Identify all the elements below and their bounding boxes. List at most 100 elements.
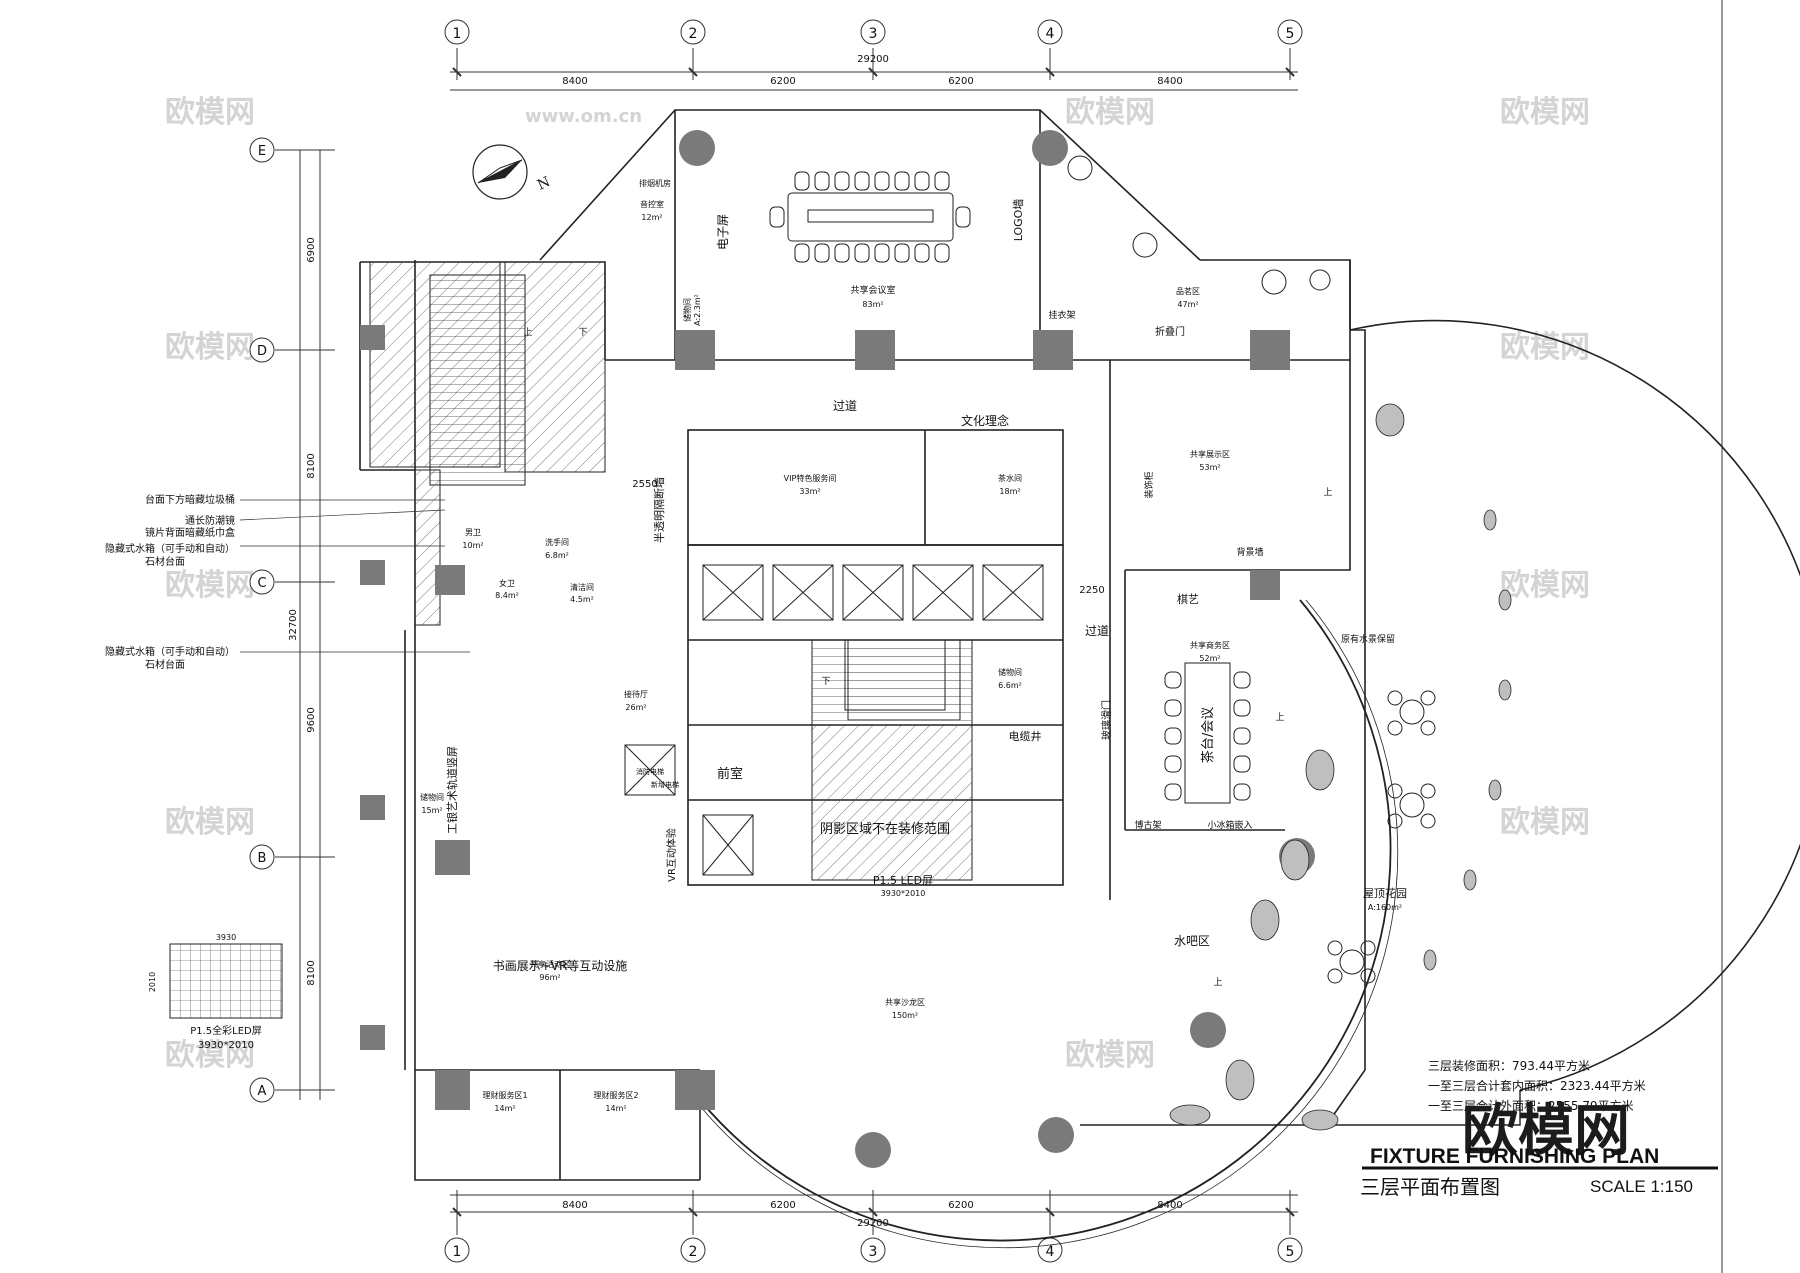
svg-text:52m²: 52m² <box>1199 654 1220 663</box>
dim-span: 8100 <box>306 453 317 478</box>
label: 半透明隔断墙 <box>652 477 666 543</box>
axis-bubble: 4 <box>1037 19 1063 45</box>
svg-text:5: 5 <box>1286 1244 1295 1260</box>
dim-total-left: 32700 <box>288 609 299 641</box>
room-label: 理财服务区2 14m² <box>593 1090 638 1113</box>
svg-text:5: 5 <box>1286 26 1295 42</box>
svg-text:3: 3 <box>869 1244 878 1260</box>
svg-text:12m²: 12m² <box>641 213 662 222</box>
svg-text:14m²: 14m² <box>605 1104 626 1113</box>
svg-text:B: B <box>258 851 267 866</box>
svg-text:储物间: 储物间 <box>420 792 444 802</box>
label: 水吧区 <box>1174 934 1210 948</box>
svg-text:E: E <box>258 144 266 159</box>
axis-bubbles-left: E D C B A <box>249 137 275 1103</box>
watermark-brand: 欧模网 <box>165 568 255 603</box>
watermark-brand: 欧模网 <box>165 330 255 365</box>
room-label: 茶水间 18m² <box>998 473 1022 496</box>
label: 3930*2010 <box>881 889 926 898</box>
legend-height: 2010 <box>148 972 157 992</box>
svg-text:15m²: 15m² <box>421 806 442 815</box>
axis-bubble: 2 <box>680 1237 706 1263</box>
svg-text:53m²: 53m² <box>1199 463 1220 472</box>
dim-inner: 2550 <box>632 479 657 490</box>
axis-bubble: D <box>249 337 275 363</box>
misc-labels: 电子屏 LOGO墙 过道 过道 文化理念 前室 电缆井 阴影区域不在装修范围 P… <box>445 199 1395 988</box>
dim-span: 6200 <box>948 76 973 87</box>
title-block: 三层装修面积：793.44平方米 一至三层合计套内面积：2323.44平方米 一… <box>1360 1058 1718 1199</box>
svg-text:共享会议室: 共享会议室 <box>850 284 895 296</box>
dimension-texts: 29200 8400 6200 6200 8400 8400 6200 6200… <box>288 54 1183 1229</box>
svg-text:A:2.3m²: A:2.3m² <box>693 294 702 326</box>
svg-text:共享展示区: 共享展示区 <box>1190 449 1230 459</box>
legend-label: P1.5全彩LED屏 <box>190 1024 262 1037</box>
label: 折叠门 <box>1155 325 1185 338</box>
watermark-url: www.om.cn <box>525 106 642 127</box>
svg-text:接待厅: 接待厅 <box>624 689 648 699</box>
room-label: 理财服务区1 14m² <box>482 1090 527 1113</box>
label: 茶台/会议 <box>1200 707 1216 763</box>
label: 过道 <box>1085 624 1109 638</box>
svg-text:14m²: 14m² <box>494 1104 515 1113</box>
svg-text:4.5m²: 4.5m² <box>570 595 594 604</box>
led-legend: 3930 2010 P1.5全彩LED屏 3930*2010 <box>148 933 283 1051</box>
note-text: 镜片背面暗藏纸巾盒 <box>145 526 235 539</box>
dim-inner: 2250 <box>1079 585 1104 596</box>
svg-text:理财服务区1: 理财服务区1 <box>482 1090 527 1100</box>
svg-text:A:160m²: A:160m² <box>1368 903 1402 912</box>
svg-text:洗手间: 洗手间 <box>545 537 569 547</box>
garden-furniture <box>1067 155 1436 984</box>
dim-span: 9600 <box>306 707 317 732</box>
axis-bubble: 3 <box>860 19 886 45</box>
label: 上 <box>1323 487 1332 498</box>
room-label: 清洁间 4.5m² <box>570 582 594 604</box>
label: 小冰箱嵌入 <box>1207 819 1252 831</box>
svg-text:83m²: 83m² <box>862 300 883 309</box>
svg-text:共享活动区: 共享活动区 <box>530 959 570 969</box>
svg-text:1: 1 <box>453 1244 462 1260</box>
label: 上 <box>1275 712 1284 723</box>
label: LOGO墙 <box>1011 199 1025 242</box>
area-note: 一至三层合计套内面积：2323.44平方米 <box>1428 1078 1646 1093</box>
dim-total-bottom: 29200 <box>857 1218 889 1229</box>
curved-facade-inner <box>699 599 1399 1249</box>
label: 下 <box>578 328 587 338</box>
watermark-brand: 欧模网 <box>1065 1038 1155 1073</box>
svg-text:2: 2 <box>689 26 698 42</box>
watermark-brand: 欧模网 <box>165 95 255 130</box>
dim-span: 8100 <box>306 960 317 985</box>
left-notes <box>239 499 470 653</box>
label: 工银艺术轨道竖屏 <box>445 746 459 834</box>
watermark-big-logo: 欧模网 <box>1462 1099 1630 1164</box>
label: P1.5 LED屏 <box>873 874 933 887</box>
planting <box>1169 403 1512 1131</box>
watermark-brand: 欧模网 <box>1065 95 1155 130</box>
svg-text:屋顶花园: 屋顶花园 <box>1363 887 1407 900</box>
svg-text:储物间: 储物间 <box>998 667 1022 677</box>
svg-text:D: D <box>257 344 267 359</box>
svg-text:18m²: 18m² <box>999 487 1020 496</box>
svg-text:4: 4 <box>1046 26 1055 42</box>
elevator-bank <box>624 564 1044 876</box>
svg-text:6.8m²: 6.8m² <box>545 551 569 560</box>
legend-width: 3930 <box>216 933 236 942</box>
axis-bubble: B <box>249 844 275 870</box>
axis-bubble: 5 <box>1277 1237 1303 1263</box>
note-text: 石材台面 <box>145 658 185 671</box>
svg-text:10m²: 10m² <box>462 541 483 550</box>
svg-text:茶水间: 茶水间 <box>998 473 1022 483</box>
svg-text:N: N <box>535 174 553 194</box>
watermark-brand: 欧模网 <box>1500 568 1590 603</box>
svg-text:A: A <box>258 1084 267 1099</box>
svg-text:理财服务区2: 理财服务区2 <box>593 1090 638 1100</box>
axis-grid <box>275 48 1298 1235</box>
axis-bubble: A <box>249 1077 275 1103</box>
axis-bubbles-bottom: 1 2 3 4 5 <box>444 1237 1303 1263</box>
svg-text:清洁间: 清洁间 <box>570 582 594 592</box>
svg-text:33m²: 33m² <box>799 487 820 496</box>
